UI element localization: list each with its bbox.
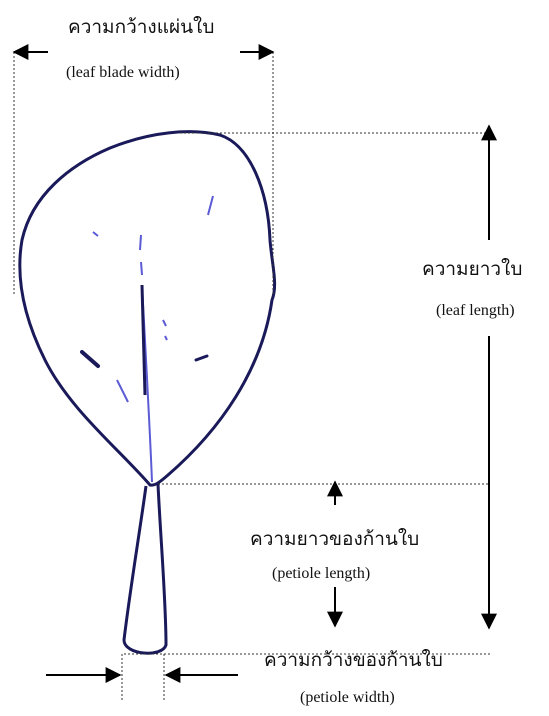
blade-width-label-english: (leaf blade width) xyxy=(66,64,180,81)
petiole-width-label-thai: ความกว้างของก้านใบ xyxy=(264,650,443,671)
petiole-length-label-english: (petiole length) xyxy=(272,565,371,582)
vein-mid-right xyxy=(162,319,168,341)
vein-right xyxy=(194,354,209,362)
blade-width-label-thai: ความกว้างแผ่นใบ xyxy=(68,17,215,38)
petiole-length-label-thai: ความยาวของก้านใบ xyxy=(250,529,420,550)
vein-right-upper xyxy=(207,195,214,216)
petiole-width-label-english: (petiole width) xyxy=(300,689,395,706)
vein-upper xyxy=(139,234,143,276)
leaf-length-label-english: (leaf length) xyxy=(436,302,515,319)
midrib-dark xyxy=(140,284,147,396)
vein-left xyxy=(80,350,100,368)
leaf-blade-outline xyxy=(18,130,277,487)
petiole-outline xyxy=(122,483,168,655)
vein-left-upper xyxy=(92,231,99,237)
leaf-length-label-thai: ความยาวใบ xyxy=(422,259,523,280)
vein-left-low xyxy=(116,379,129,403)
